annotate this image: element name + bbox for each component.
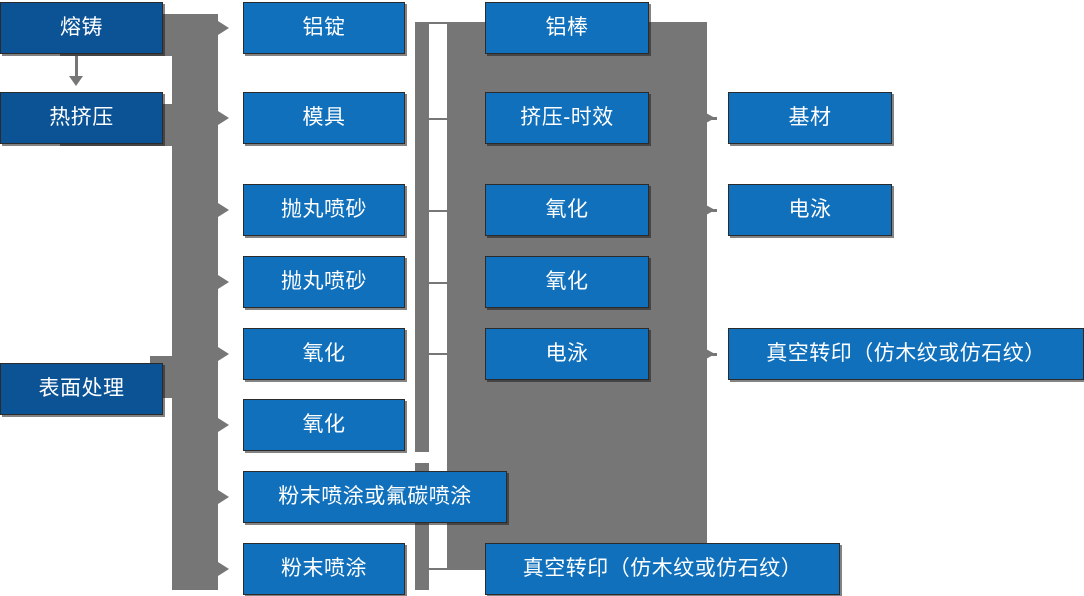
prod-electrophoresis[interactable]: 电泳 bbox=[728, 184, 892, 236]
bus1-arrow-4 bbox=[218, 275, 229, 289]
bus1-arrow-1 bbox=[218, 21, 229, 35]
stage-surface-treatment[interactable]: 表面处理 bbox=[0, 363, 163, 415]
bus1-arrow-6 bbox=[218, 418, 229, 432]
bus2-link-3 bbox=[427, 210, 449, 212]
op-oxidation-2[interactable]: 氧化 bbox=[243, 399, 405, 451]
bus2-link-4 bbox=[427, 282, 449, 284]
stage-melt-cast[interactable]: 熔铸 bbox=[0, 2, 163, 54]
op-oxidation-1[interactable]: 氧化 bbox=[243, 328, 405, 380]
mat-electrophoresis[interactable]: 电泳 bbox=[485, 328, 649, 380]
bus1-arrow-8 bbox=[218, 562, 229, 576]
stage-down-stem bbox=[75, 54, 78, 78]
op-powder-or-fluorocarbon-coating[interactable]: 粉末喷涂或氟碳喷涂 bbox=[243, 471, 507, 523]
op-shot-blasting-2[interactable]: 抛丸喷砂 bbox=[243, 256, 405, 308]
bus1-arrow-3 bbox=[218, 203, 229, 217]
bus1-vertical-trunk bbox=[172, 14, 218, 590]
op-aluminum-ingot[interactable]: 铝锭 bbox=[243, 2, 405, 54]
bus3-arrow-2 bbox=[706, 205, 715, 215]
op-shot-blasting-1[interactable]: 抛丸喷砂 bbox=[243, 184, 405, 236]
bus2-link-5 bbox=[427, 353, 449, 355]
mat-oxidation-1[interactable]: 氧化 bbox=[485, 184, 649, 236]
op-mold[interactable]: 模具 bbox=[243, 92, 405, 144]
mat-aluminum-bar[interactable]: 铝棒 bbox=[485, 2, 649, 54]
bus3-arrow-3 bbox=[706, 349, 715, 359]
bus2-link-1 bbox=[427, 22, 449, 24]
mat-oxidation-2[interactable]: 氧化 bbox=[485, 256, 649, 308]
bus3-arrow-1 bbox=[706, 113, 715, 123]
op-powder-coating[interactable]: 粉末喷涂 bbox=[243, 543, 405, 595]
mat-extrusion-aging[interactable]: 挤压-时效 bbox=[485, 92, 649, 144]
stage-down-arrow-icon bbox=[69, 76, 83, 86]
prod-base-material[interactable]: 基材 bbox=[728, 92, 892, 144]
bus2-link-2 bbox=[427, 118, 449, 120]
mat-vacuum-transfer-print[interactable]: 真空转印（仿木纹或仿石纹） bbox=[485, 543, 840, 595]
bus2-thin-bar-upper bbox=[415, 22, 429, 452]
bus1-arrow-5 bbox=[218, 347, 229, 361]
bus1-arrow-7 bbox=[218, 490, 229, 504]
prod-vacuum-transfer-print[interactable]: 真空转印（仿木纹或仿石纹） bbox=[728, 328, 1084, 380]
bus2-link-6 bbox=[427, 568, 449, 570]
bus1-arrow-2 bbox=[218, 111, 229, 125]
stage-hot-extrusion[interactable]: 热挤压 bbox=[0, 92, 163, 144]
bus1-surface-stub bbox=[163, 388, 193, 390]
